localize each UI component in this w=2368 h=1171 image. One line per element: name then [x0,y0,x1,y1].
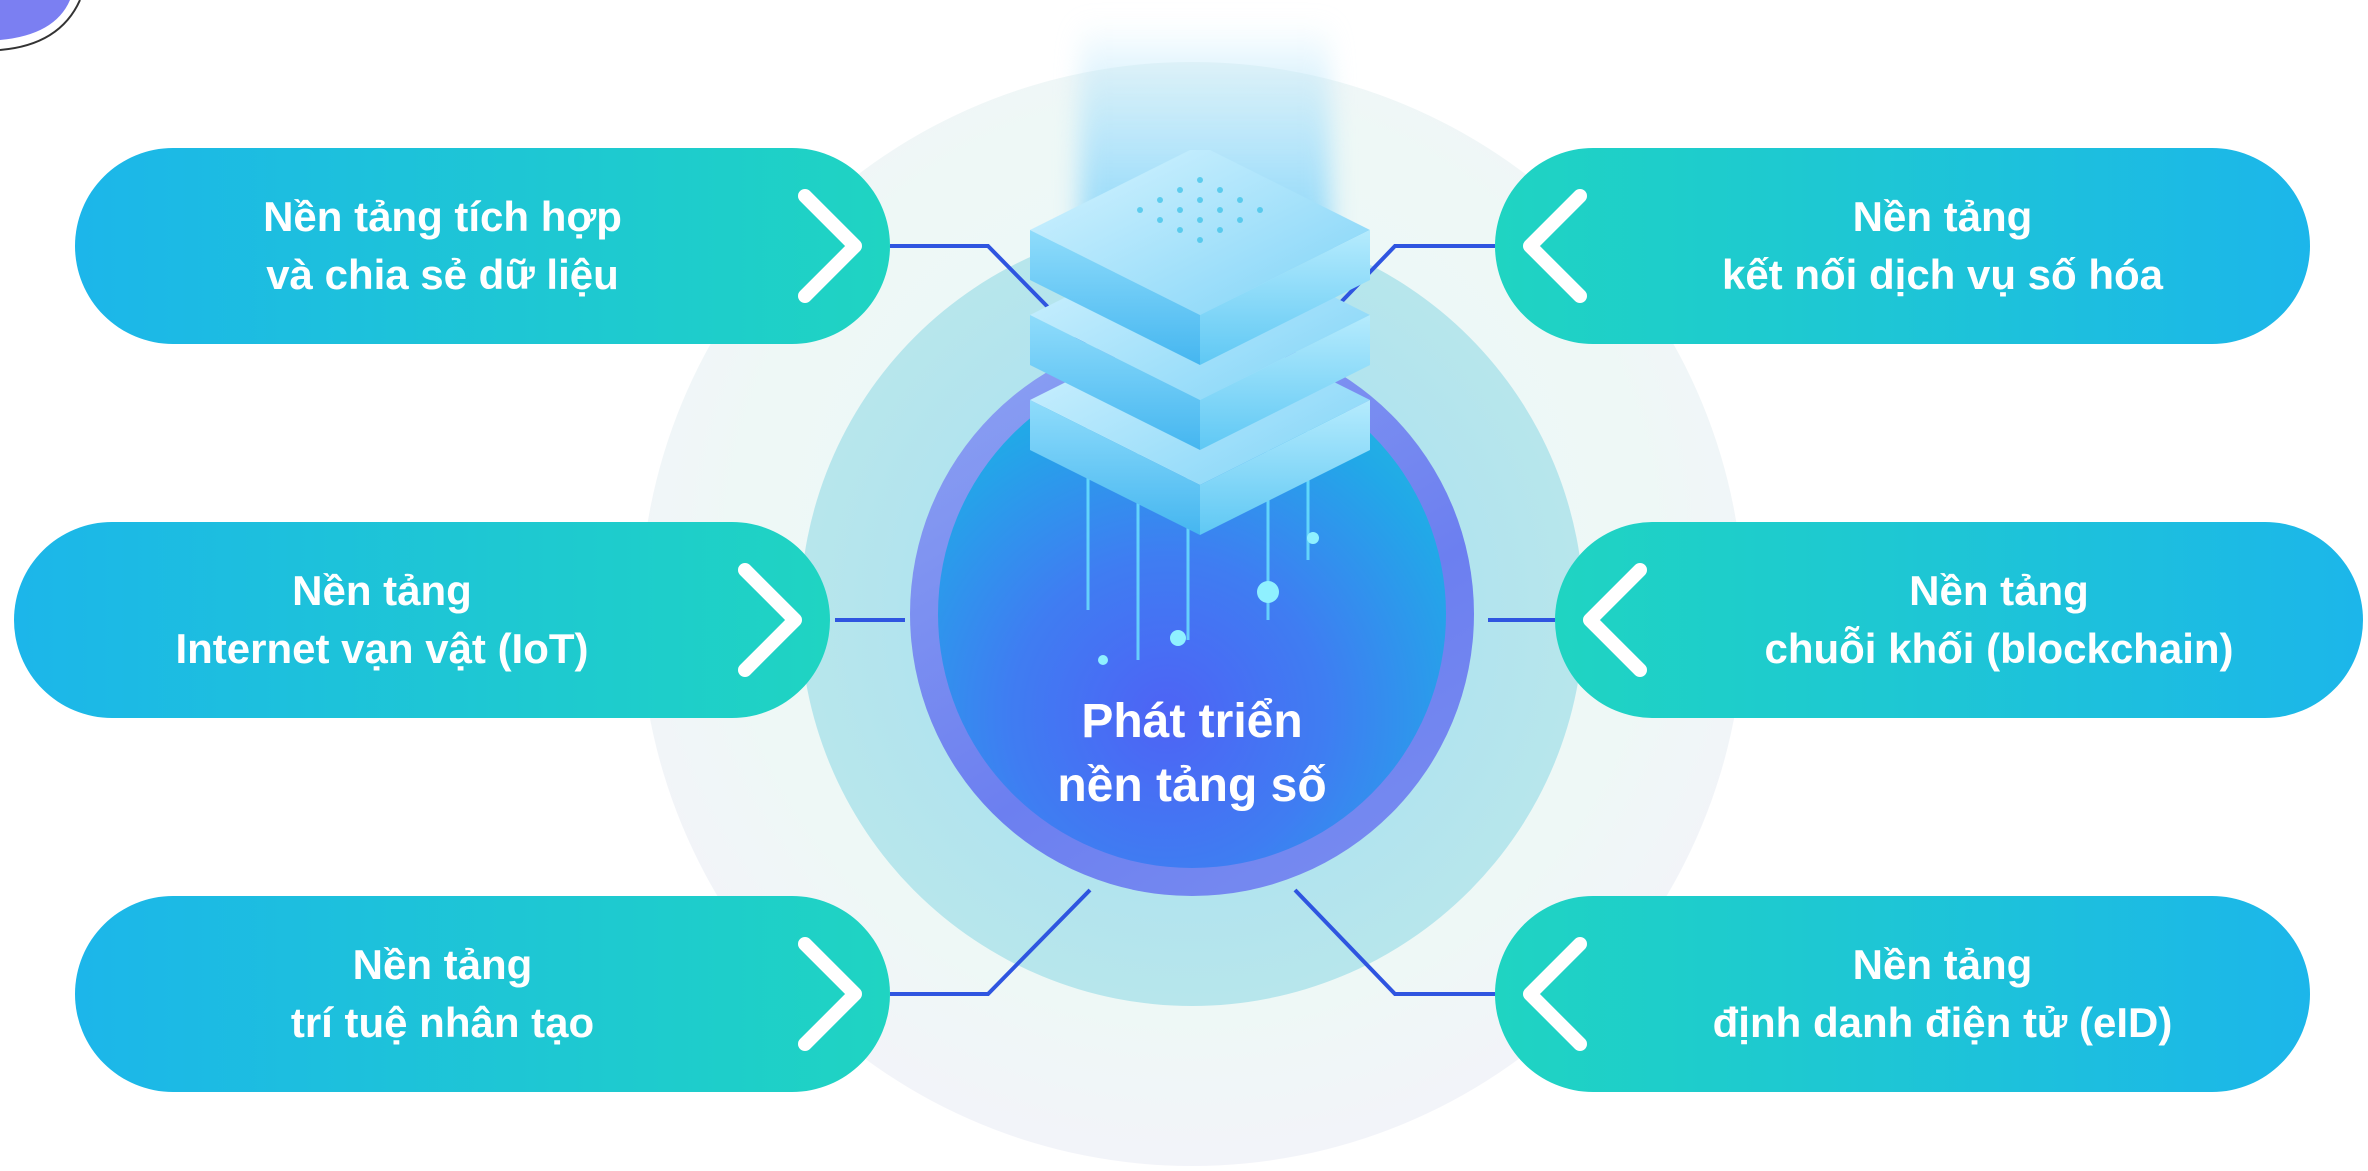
pill-label-line2: kết nối dịch vụ số hóa [1721,251,2164,298]
pill-label-line1: Nền tảng [1852,193,2033,240]
chevron-right-icon [770,148,890,344]
platform-eid[interactable]: Nền tảng định danh điện tử (eID) [1495,896,2310,1092]
corner-arc-decoration [0,0,81,51]
pill-label: Nền tảng Internet vạn vật (IoT) [14,562,710,678]
chevron-left-icon [1495,148,1615,344]
pill-label-line1: Nền tảng [352,941,533,988]
center-title: Phát triển nền tảng số [938,690,1446,818]
chevron-right-icon [710,522,830,718]
pill-label-line1: Nền tảng [1852,941,2033,988]
platform-iot[interactable]: Nền tảng Internet vạn vật (IoT) [14,522,830,718]
pill-label-line2: trí tuệ nhân tạo [290,999,595,1046]
platform-data-sharing[interactable]: Nền tảng tích hợp và chia sẻ dữ liệu [75,148,890,344]
center-title-line1: Phát triển [1081,695,1303,748]
pill-label-line2: và chia sẻ dữ liệu [266,251,619,298]
pill-label: Nền tảng trí tuệ nhân tạo [75,936,770,1052]
pill-label: Nền tảng kết nối dịch vụ số hóa [1615,188,2310,304]
platform-ai[interactable]: Nền tảng trí tuệ nhân tạo [75,896,890,1092]
server-stack-icon [1030,150,1370,535]
chevron-left-icon [1555,522,1675,718]
pill-label-line2: Internet vạn vật (IoT) [175,625,589,672]
pill-label: Nền tảng định danh điện tử (eID) [1615,936,2310,1052]
pill-label-line1: Nền tảng [292,567,472,614]
pill-label-line2: định danh điện tử (eID) [1712,999,2173,1046]
platform-digital-service-connection[interactable]: Nền tảng kết nối dịch vụ số hóa [1495,148,2310,344]
pill-label: Nền tảng chuỗi khối (blockchain) [1675,562,2363,678]
pill-label: Nền tảng tích hợp và chia sẻ dữ liệu [75,188,770,304]
pill-label-line2: chuỗi khối (blockchain) [1764,625,2234,672]
pill-label-line1: Nền tảng [1909,567,2089,614]
center-title-line2: nền tảng số [1057,759,1327,812]
pill-label-line1: Nền tảng tích hợp [263,193,622,240]
platform-blockchain[interactable]: Nền tảng chuỗi khối (blockchain) [1555,522,2363,718]
chevron-right-icon [770,896,890,1092]
chevron-left-icon [1495,896,1615,1092]
